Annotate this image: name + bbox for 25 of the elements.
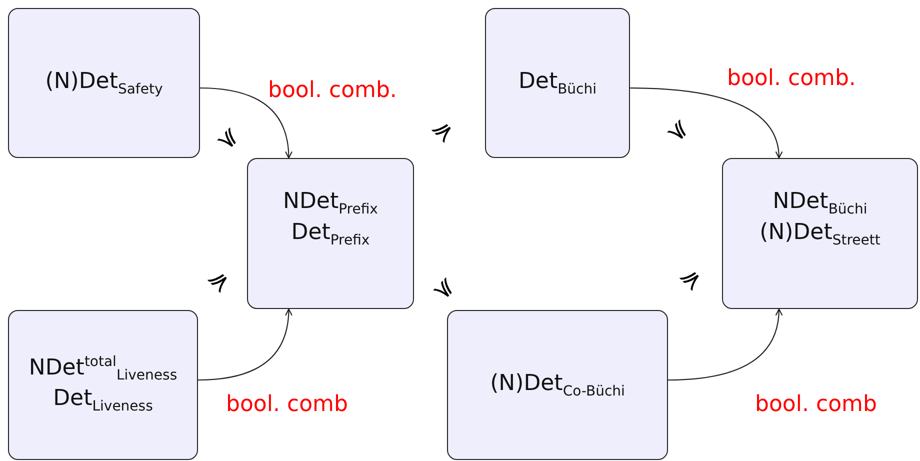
relation-symbol: ≼ — [427, 115, 461, 149]
node-label: Det$_{Büchi}$ — [518, 68, 597, 98]
arrow — [198, 308, 292, 381]
arrow — [630, 87, 782, 159]
node-label: NDet$_{Büchi}$ (N)Det$_{Streett}$ — [758, 188, 882, 250]
edge-label: bool. comb — [226, 392, 348, 417]
relation-symbol: ≼ — [211, 123, 245, 157]
node-label: (N)Det$_{Co-Büchi}$ — [490, 370, 625, 400]
relation-symbol: ≼ — [203, 265, 237, 299]
node-label: (N)Det$_{Safety}$ — [45, 68, 163, 98]
edge-label: bool. comb. — [268, 78, 397, 103]
edge-label: bool. comb — [755, 392, 877, 417]
process-box — [8, 8, 200, 158]
relation-symbol: ≼ — [675, 263, 709, 297]
process-box — [485, 8, 630, 158]
process-box — [447, 310, 668, 460]
arrow — [200, 87, 292, 159]
relation-symbol: ≼ — [661, 115, 695, 149]
process-box — [722, 158, 918, 309]
relation-symbol: ≼ — [427, 273, 461, 307]
edge-label: bool. comb. — [727, 66, 856, 91]
process-box — [8, 310, 198, 460]
process-box — [247, 158, 414, 309]
node-label: NDet$_{Prefix}$ Det$_{Prefix}$ — [282, 188, 379, 250]
arrow — [668, 308, 782, 381]
